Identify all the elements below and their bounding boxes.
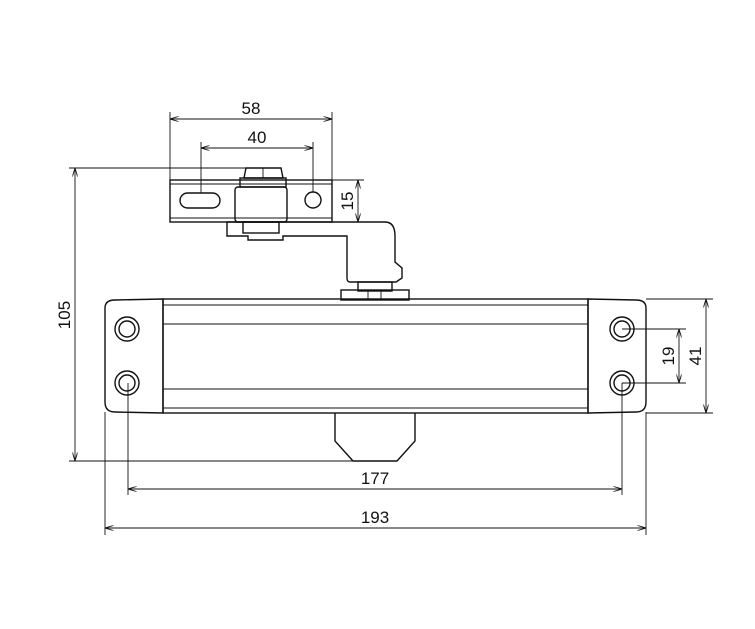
slot-hole bbox=[179, 192, 221, 209]
nut bbox=[243, 167, 284, 179]
dimension-lines bbox=[75, 119, 706, 528]
round-hole bbox=[304, 191, 322, 209]
mounting-bracket bbox=[169, 167, 410, 301]
dim-15: 15 bbox=[338, 192, 357, 211]
valve-housing bbox=[334, 413, 416, 462]
dim-177: 177 bbox=[361, 469, 389, 488]
dim-41: 41 bbox=[686, 347, 705, 366]
arm bbox=[226, 221, 403, 283]
dim-58: 58 bbox=[242, 99, 261, 118]
dim-40: 40 bbox=[248, 128, 267, 147]
dim-193: 193 bbox=[361, 508, 389, 527]
dim-105: 105 bbox=[55, 301, 74, 329]
closer-body bbox=[104, 298, 647, 462]
mounting-holes bbox=[114, 316, 635, 396]
left-end-cap bbox=[104, 298, 164, 414]
right-end-cap bbox=[587, 298, 647, 414]
dim-19: 19 bbox=[659, 347, 678, 366]
